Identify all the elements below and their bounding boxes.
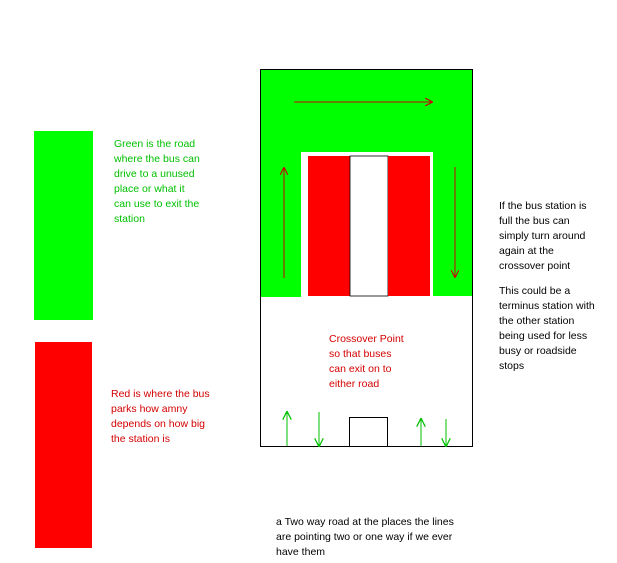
red-legend-swatch	[35, 342, 92, 548]
two-way-note: a Two way road at the places the lines a…	[276, 516, 454, 558]
terminus-note: This could be a terminus station with th…	[499, 285, 595, 372]
exit-box	[349, 417, 388, 447]
center-platform	[349, 155, 389, 297]
red-legend-text: Red is where the bus parks how amny depe…	[111, 388, 210, 445]
green-legend-swatch	[34, 131, 93, 320]
green-legend-text: Green is the road where the bus can driv…	[114, 138, 200, 225]
full-station-note: If the bus station is full the bus can s…	[499, 200, 587, 272]
green-road-area	[261, 70, 472, 297]
crossover-text: Crossover Point so that buses can exit o…	[329, 333, 404, 390]
parking-bay-right	[388, 156, 430, 296]
parking-bay-left	[308, 156, 350, 296]
